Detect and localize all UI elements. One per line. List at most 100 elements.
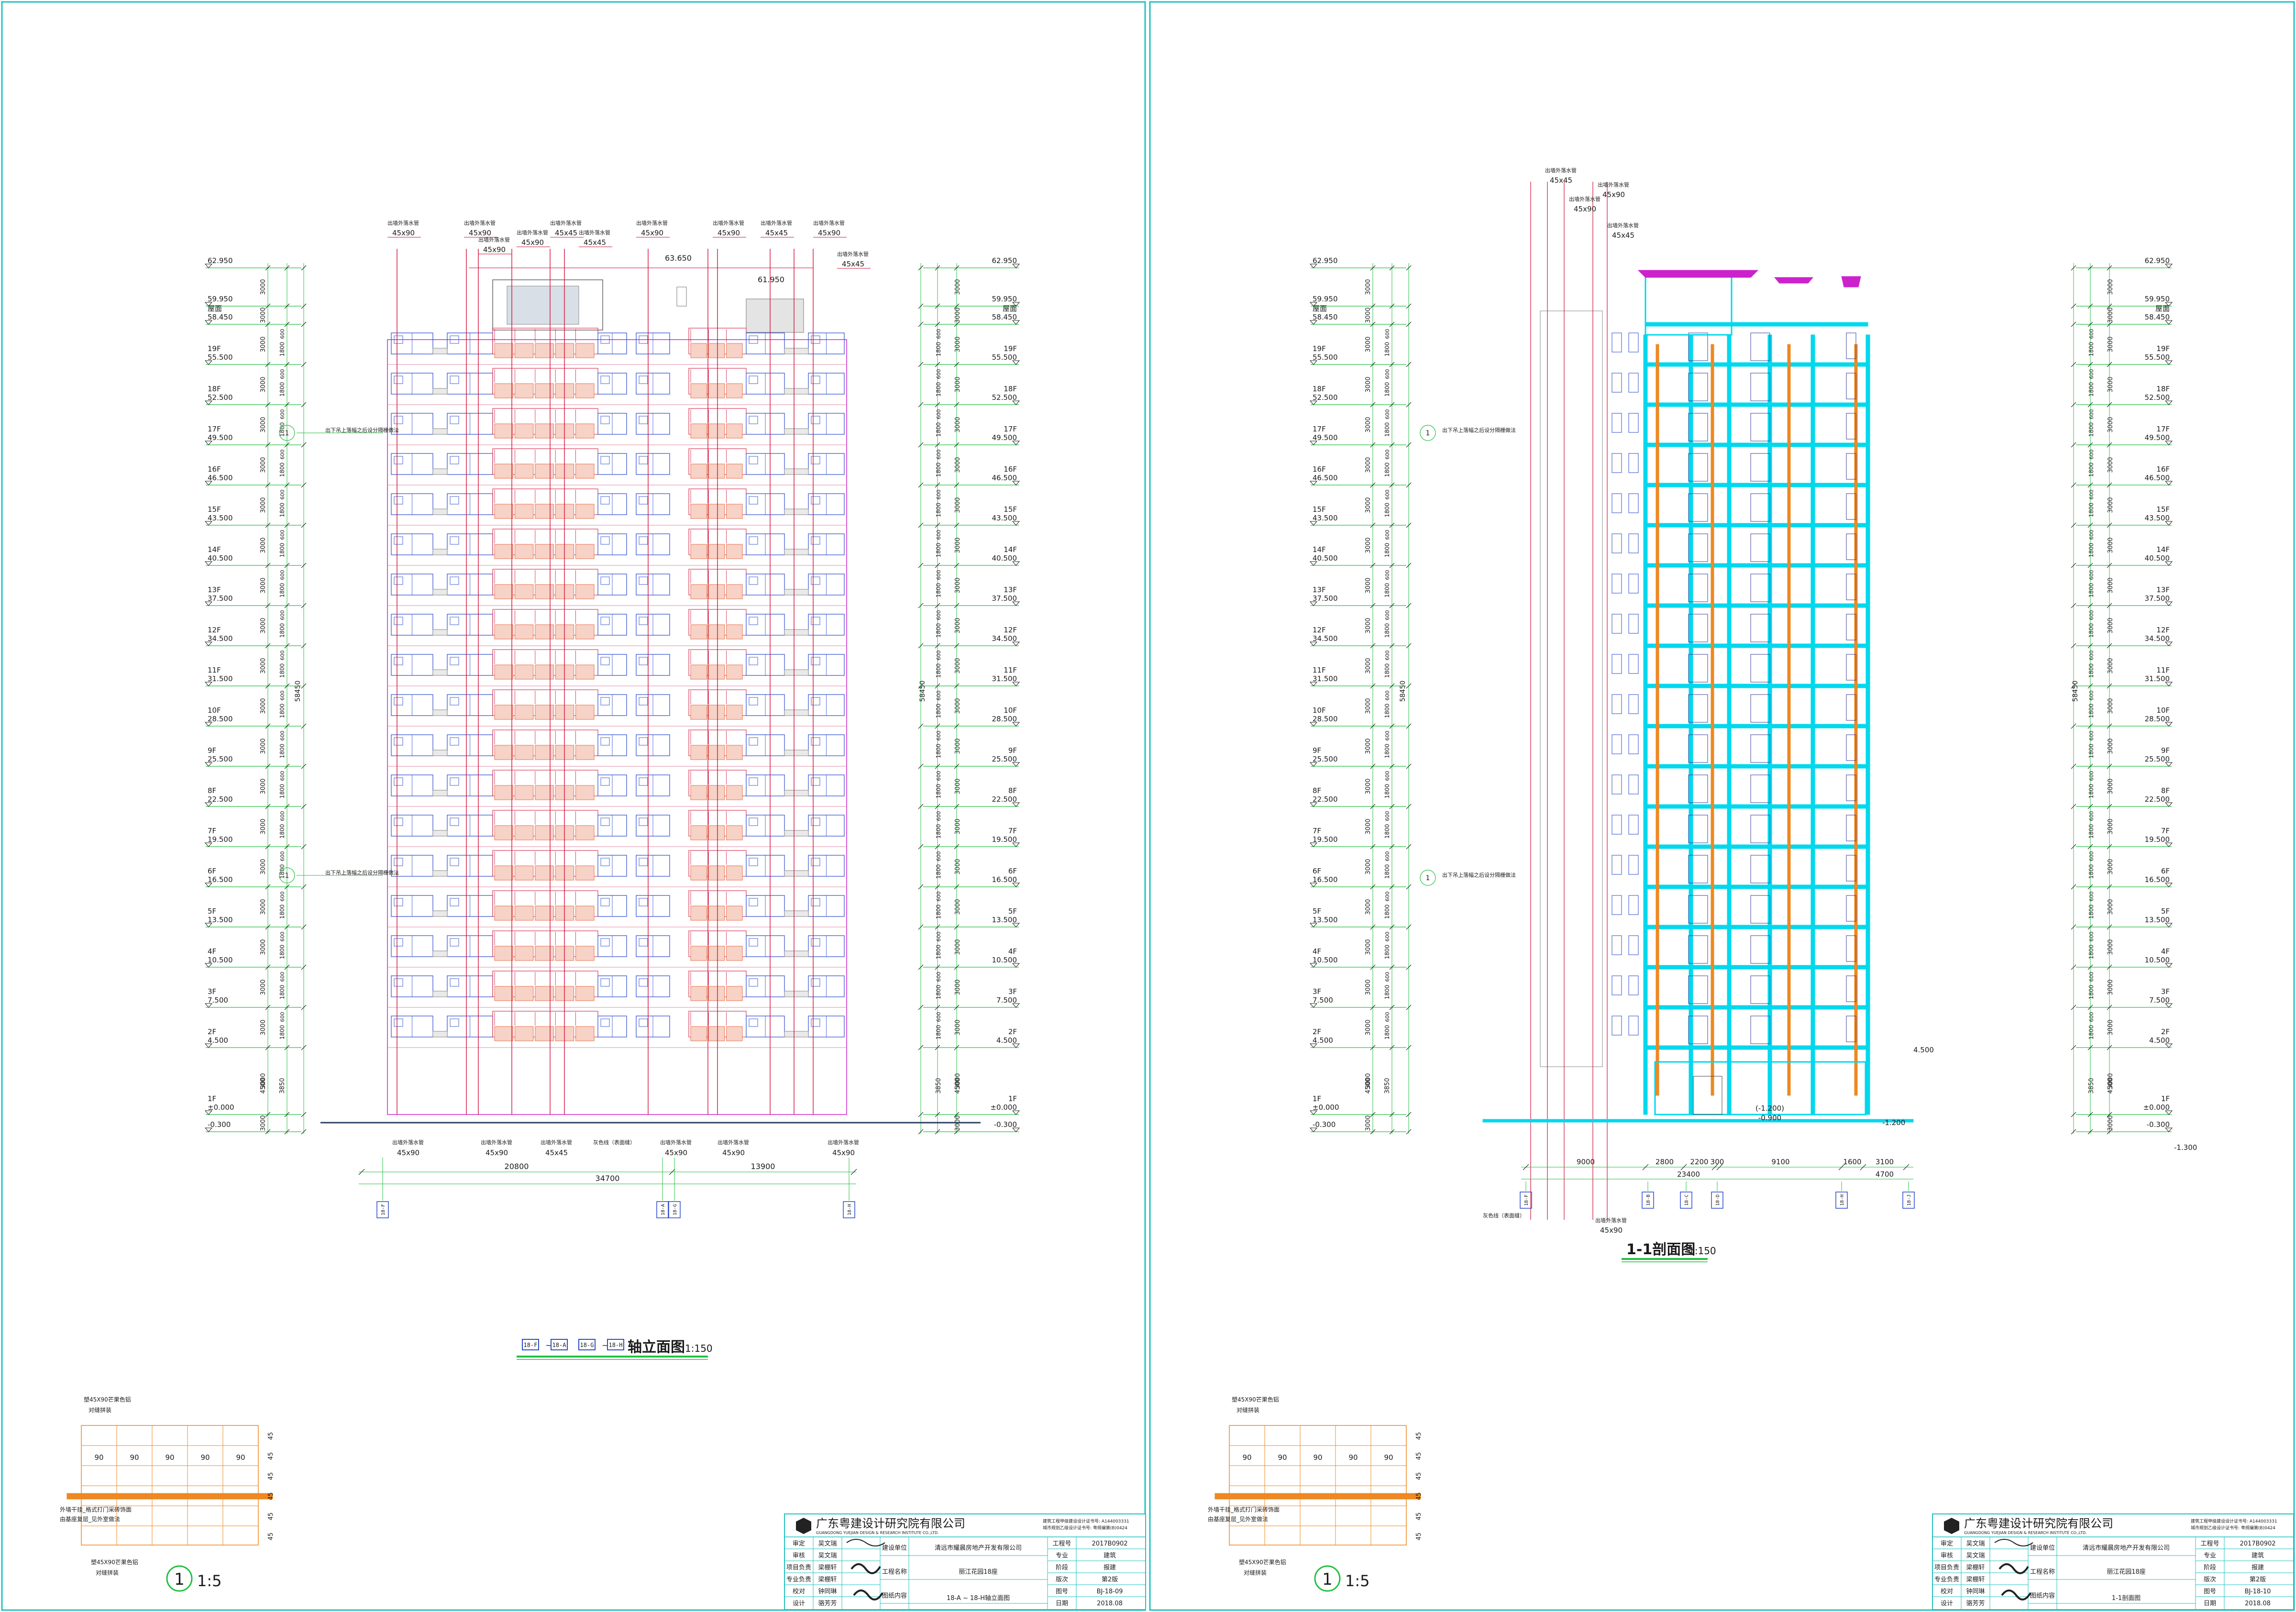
right-sheet-r-dim-tick xyxy=(2071,321,2076,327)
right-sheet-r-dim-text: 3000 xyxy=(2107,537,2114,553)
right-sheet-dim-text: 1800 xyxy=(1384,704,1391,718)
right-sheet-r-dim-text: 1800 xyxy=(2088,503,2095,518)
right-sheet-r-dim-tick xyxy=(2087,884,2093,890)
right-sheet-dim-tick xyxy=(1406,964,1412,970)
meta-label: 日期 xyxy=(2204,1600,2216,1607)
left-sheet-r-dim-text: 600 xyxy=(936,771,942,781)
right-sheet-level-elev: 28.500 xyxy=(1313,715,1338,723)
aircon-ledge xyxy=(784,750,809,756)
dim-tick xyxy=(1903,1164,1910,1170)
detail-dim-45: 45 xyxy=(267,1452,275,1460)
left-sheet-r-dim-text: 600 xyxy=(936,1012,942,1022)
window-vent xyxy=(749,858,758,866)
pipe-callout-heading: 出墙外落水管 xyxy=(478,236,510,243)
left-sheet-r-level-elev: 58.450 xyxy=(992,313,1017,321)
left-sheet-level-elev: 59.950 xyxy=(208,295,233,303)
window-vent xyxy=(394,416,403,424)
section-wall xyxy=(1810,334,1815,1115)
right-sheet-dim-text: 3000 xyxy=(1365,497,1372,513)
left-sheet-dim-tick xyxy=(301,643,307,649)
left-sheet-dim-tick xyxy=(265,482,271,488)
left-sheet-r-dim-text: 3000 xyxy=(954,457,961,473)
axis-tag: 18-D xyxy=(1715,1194,1721,1206)
right-sheet-dim-tick xyxy=(1370,482,1376,488)
right-sheet-level-elev: 37.500 xyxy=(1313,594,1338,603)
left-sheet-r-level-elev: 59.950 xyxy=(992,295,1017,303)
left-sheet-level-triangle xyxy=(204,883,213,887)
balcony-railing-panel xyxy=(690,624,707,640)
left-sheet-dim-tick xyxy=(265,442,271,448)
right-sheet-r-dim-text: 3000 xyxy=(2107,859,2114,874)
right-sheet-r-dim-tick xyxy=(2107,1129,2112,1135)
right-sheet-dim-total: 58450 xyxy=(1399,681,1407,702)
section-rear-window xyxy=(1628,1016,1639,1036)
left-sheet-r-level-triangle xyxy=(1012,802,1020,807)
left-sheet-dim-tick xyxy=(265,321,271,327)
left-sheet-r-dim-tick xyxy=(954,522,960,528)
dim-text: 4700 xyxy=(1876,1170,1894,1179)
right-sheet-r-dim-text: 3000 xyxy=(2107,497,2114,513)
left-sheet-r-level-triangle xyxy=(1012,641,1020,646)
right-sheet-dim-text: 3000 xyxy=(1365,1115,1372,1131)
section-floor-slab xyxy=(1645,643,1868,648)
axis-tag-box xyxy=(376,1201,389,1218)
left-sheet-dim-tick xyxy=(284,884,290,890)
left-sheet-r-dim-tick xyxy=(935,482,940,488)
axis-tag: 18-B xyxy=(1646,1194,1651,1206)
right-sheet-r-level-triangle xyxy=(2164,923,2173,927)
section-ground-slab xyxy=(1482,1119,1914,1123)
right-sheet-r-dim-tick xyxy=(2107,804,2112,809)
window-vent xyxy=(639,858,648,866)
left-sheet-dim-text: 3000 xyxy=(260,336,267,352)
dim-text: 23400 xyxy=(1677,1170,1700,1179)
right-sheet-dim-tick xyxy=(1370,603,1376,608)
right-sheet-level-elev: 52.500 xyxy=(1313,393,1338,402)
right-sheet-r-dim-text: 1800 xyxy=(2088,905,2095,919)
right-sheet-dim-text: 3000 xyxy=(1365,537,1372,553)
right-sheet-r-dim-text: 3000 xyxy=(2107,818,2114,834)
elevation-title-scale: 1:150 xyxy=(685,1343,713,1354)
right-sheet-r-dim-tick xyxy=(2107,1112,2112,1117)
left-sheet-dim-text: 1800 xyxy=(279,623,286,638)
left-sheet-dim-tick xyxy=(301,1005,307,1010)
left-sheet-dim-tick xyxy=(265,763,271,769)
left-sheet-r-dim-text: 600 xyxy=(936,530,942,540)
left-sheet-r-level-name: 14F xyxy=(1004,545,1017,554)
window-vent xyxy=(811,536,820,545)
right-sheet-dim-tick xyxy=(1370,844,1376,850)
right-sheet-dim-text: 600 xyxy=(1384,1012,1391,1022)
balcony-railing-panel xyxy=(535,624,554,640)
project-name: 丽江花园18座 xyxy=(959,1568,998,1576)
left-sheet-r-dim-tick xyxy=(954,321,960,327)
left-sheet-level-triangle xyxy=(204,641,213,646)
right-sheet-dim-tick xyxy=(1389,884,1395,890)
right-sheet-r-dim-tick xyxy=(2087,321,2093,327)
left-sheet-dim-text: 600 xyxy=(279,811,286,821)
left-sheet-dim-text: 1800 xyxy=(279,543,286,558)
drawing-content: 18-A ~ 18-H轴立面图 xyxy=(947,1595,1010,1602)
right-sheet-dim-text: 3000 xyxy=(1365,336,1372,352)
right-sheet-r-dim-total: 58450 xyxy=(2072,681,2079,702)
left-sheet-dim-text: 3000 xyxy=(260,738,267,754)
right-sheet-dim-tick xyxy=(1370,1045,1376,1050)
right-sheet-dim-text: 1800 xyxy=(1384,744,1391,759)
right-sheet-dim-text: 1800 xyxy=(1384,824,1391,839)
right-sheet-r-dim-text: 3000 xyxy=(2107,279,2114,295)
role-label: 项目负责 xyxy=(1934,1564,1959,1571)
left-sheet-level-triangle xyxy=(204,1110,213,1115)
detail-callout-note: 出下吊上落幅之后设分隔栅做法 xyxy=(325,427,399,433)
right-sheet-dim-tick xyxy=(1370,402,1376,408)
detail-dim-45: 45 xyxy=(1415,1533,1423,1541)
aircon-ledge xyxy=(784,790,809,796)
section-floor-slab xyxy=(1645,442,1868,447)
window-vent xyxy=(394,536,403,545)
right-sheet-r-dim-tick xyxy=(2071,723,2076,729)
right-sheet-dim-tick xyxy=(1389,683,1395,689)
right-sheet-r-dim-text: 1800 xyxy=(2088,663,2095,678)
window-vent xyxy=(450,938,459,947)
pipe-callout-size: 45x90 xyxy=(1600,1226,1623,1235)
right-sheet-r-dim-text: 3000 xyxy=(2107,658,2114,674)
dim-tick xyxy=(358,1169,365,1175)
window-vent xyxy=(811,777,820,786)
